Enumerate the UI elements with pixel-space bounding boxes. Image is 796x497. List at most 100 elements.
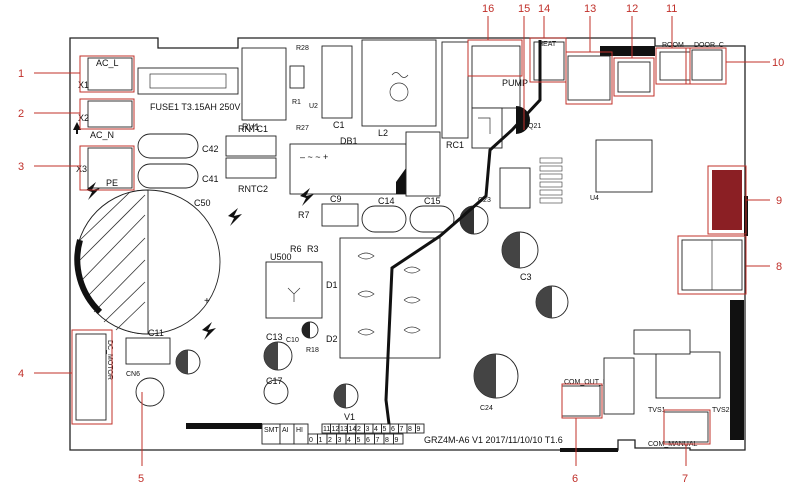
callout-2: 2 <box>18 108 24 120</box>
u2-label: U2 <box>309 103 318 110</box>
u4-label: U4 <box>590 195 599 202</box>
terminal-x2 <box>87 100 133 128</box>
terminal-x1 <box>87 57 133 91</box>
digit-label: 0 <box>309 437 313 444</box>
rntc1-label: RNTC1 <box>238 124 268 134</box>
c42-label: C42 <box>202 144 219 154</box>
digit-label: 12 <box>332 426 340 433</box>
rntc2-label: RNTC2 <box>238 184 268 194</box>
callout-5: 5 <box>138 473 144 485</box>
x2-label: X2 <box>78 113 89 123</box>
hazard-icon <box>202 322 216 340</box>
cn6-label: CN6 <box>126 371 140 378</box>
c23-label: C23 <box>478 197 491 204</box>
callout-box-16 <box>467 39 523 77</box>
hazard-icon <box>300 188 314 206</box>
d1-label: D1 <box>326 280 338 290</box>
rc1 <box>441 41 469 139</box>
callout-7: 7 <box>682 473 688 485</box>
trace <box>384 40 542 433</box>
callout-8: 8 <box>776 261 782 273</box>
terminal-x3 <box>87 147 133 189</box>
callout-box-1 <box>79 55 135 93</box>
edge-notch <box>560 448 618 452</box>
relay-2 <box>603 357 635 415</box>
ac-n-label: AC_N <box>90 130 114 140</box>
c1-label: C1 <box>333 120 345 130</box>
pump-relay <box>471 45 521 109</box>
c14-label: C14 <box>378 196 395 206</box>
callout-box-14 <box>529 37 567 83</box>
digit-label: 14 <box>349 426 357 433</box>
varistor-rv1 <box>241 47 287 121</box>
db1-label: DB1 <box>340 136 358 146</box>
c11-label: C11 <box>148 328 164 338</box>
c13-label: C13 <box>266 332 283 342</box>
ntc-2 <box>225 157 277 179</box>
callout-12: 12 <box>626 3 638 15</box>
digit-label: 11 <box>323 426 330 433</box>
digit-label: 7 <box>400 426 404 433</box>
capacitor-c14 <box>361 205 407 233</box>
r18-label: R18 <box>306 347 319 354</box>
r7-label: R7 <box>298 210 310 220</box>
capacitor-c9 <box>321 203 359 227</box>
v1-label: V1 <box>344 412 355 422</box>
callout-14: 14 <box>538 3 550 15</box>
rv1-label: RV1 <box>242 122 259 132</box>
digit-label: 13 <box>340 426 348 433</box>
digit-label: 4 <box>347 437 351 444</box>
digit-label: 1 <box>319 437 323 444</box>
capacitor-c41 <box>137 163 199 189</box>
heatsink <box>405 131 441 197</box>
com-out-det-label: COM_OUT_DET <box>564 379 618 386</box>
u500-label: U500 <box>270 252 292 262</box>
capacitor-c42 <box>137 133 199 159</box>
r27-label: R27 <box>296 125 309 132</box>
callout-box-6 <box>561 383 603 419</box>
callout-box-8 <box>677 235 747 295</box>
dc-motor-label: DC_MOTOR <box>106 340 113 380</box>
d2-label: D2 <box>326 334 338 344</box>
callout-box-11 <box>655 47 691 85</box>
pump-label: PUMP <box>502 78 528 88</box>
callout-4: 4 <box>18 368 24 380</box>
tvs2-label: TVS2 <box>712 407 730 414</box>
connector-7 <box>663 411 709 443</box>
svg-text:AI: AI <box>282 427 289 434</box>
digit-label: 6 <box>366 437 370 444</box>
bridge-db1 <box>289 143 407 195</box>
connector-room <box>659 51 691 81</box>
r6-label: R6 <box>290 244 302 254</box>
c41-label: C41 <box>202 174 219 184</box>
svg-text:HI: HI <box>296 427 303 434</box>
callout-3: 3 <box>18 161 24 173</box>
edge-notch <box>730 300 744 440</box>
callout-box-12 <box>613 57 655 97</box>
c3-label: C3 <box>520 272 532 282</box>
relay-block <box>633 329 691 355</box>
capacitor-c15 <box>409 205 455 233</box>
q21-label: Q21 <box>528 123 541 130</box>
pe-label: PE <box>106 178 118 188</box>
rc1-label: RC1 <box>446 140 464 150</box>
c17-label: C17 <box>266 376 283 386</box>
digit-label: 3 <box>338 437 342 444</box>
door-label: DOOR_C <box>694 42 724 49</box>
room-label: ROOM <box>662 42 684 49</box>
heat-label: HEAT <box>538 41 557 48</box>
x3-label: X3 <box>76 164 87 174</box>
r28-label: R28 <box>296 45 309 52</box>
callout-box-7 <box>663 409 711 445</box>
hazard-icon <box>86 182 100 200</box>
arrow-icon <box>73 122 81 130</box>
c50-label: C50 <box>194 198 211 208</box>
callout-10: 10 <box>772 57 784 69</box>
ic <box>499 167 531 209</box>
digit-label: 8 <box>385 437 389 444</box>
callout-box-2 <box>79 98 135 130</box>
fuse <box>137 67 239 95</box>
callout-11: 11 <box>666 3 677 15</box>
